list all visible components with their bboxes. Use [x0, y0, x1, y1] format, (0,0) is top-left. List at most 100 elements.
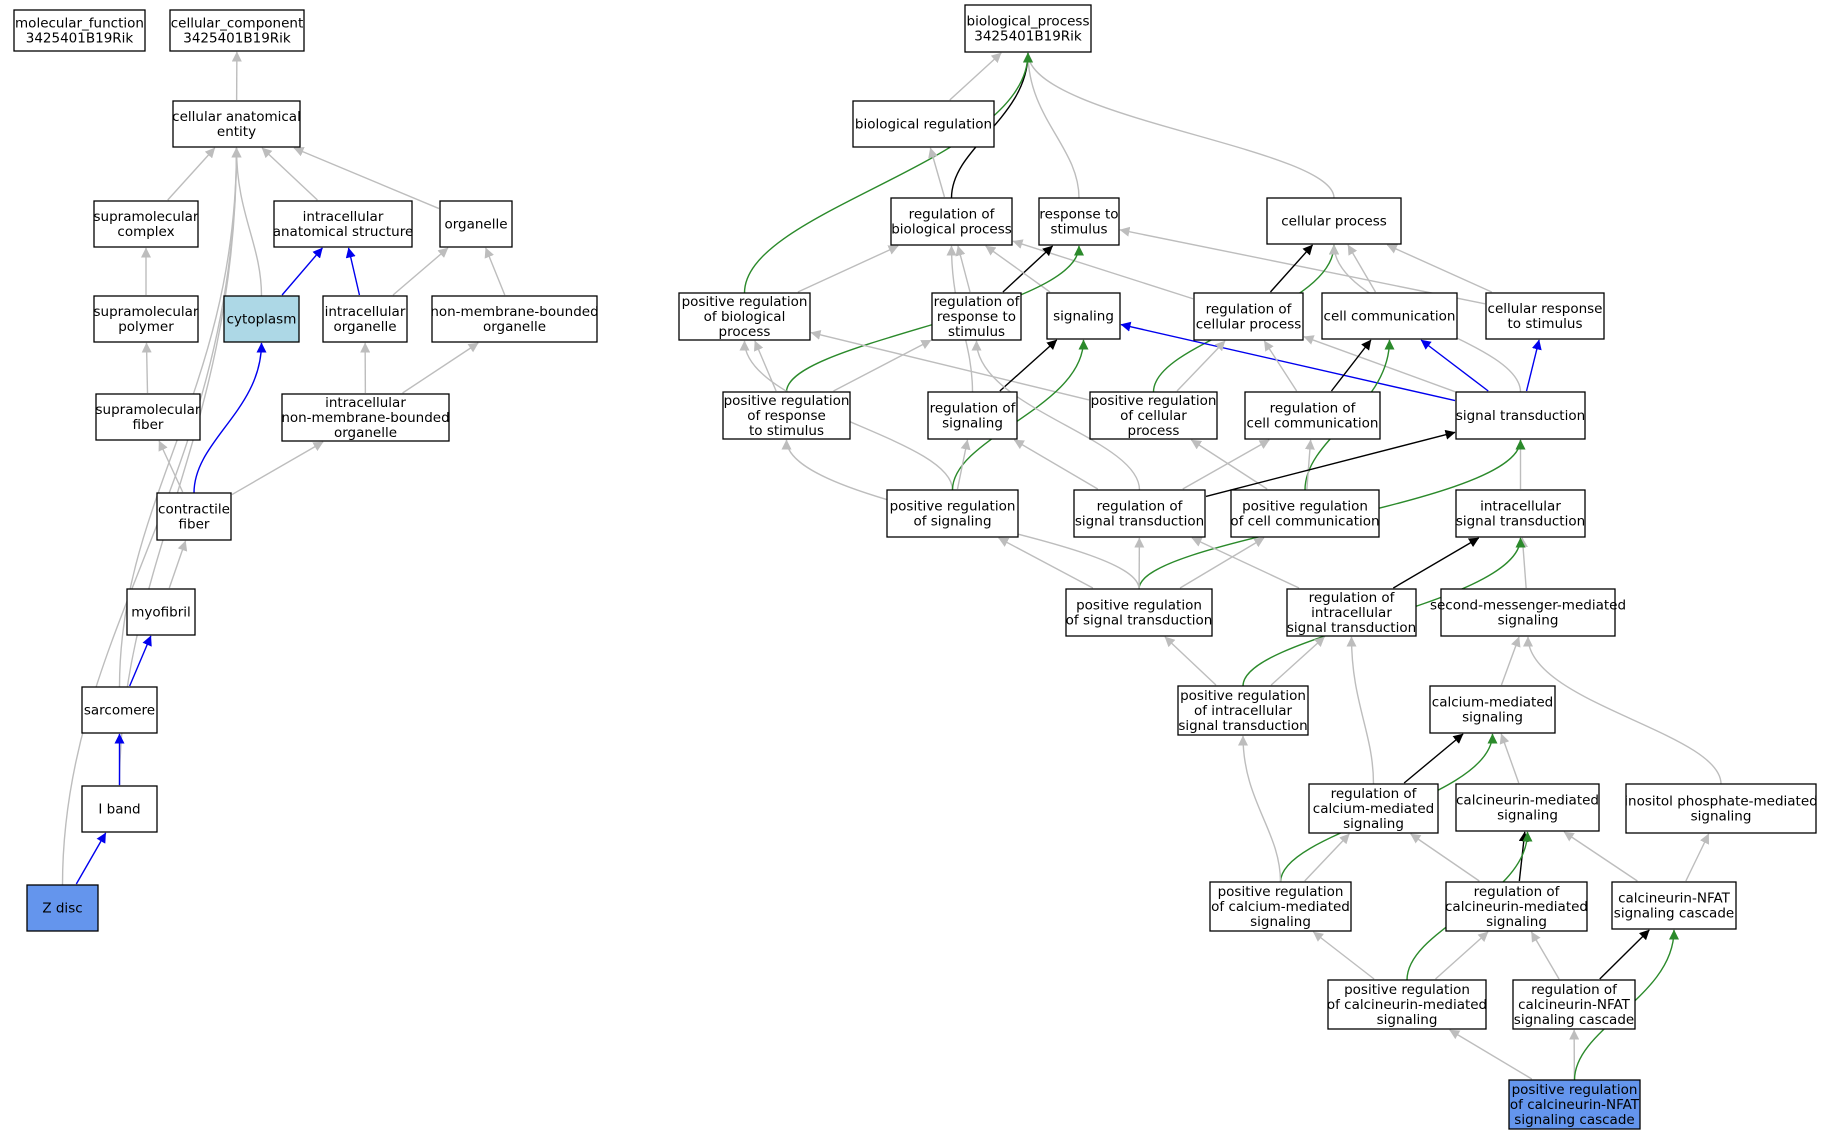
go-term-node-inmbo[interactable]: intracellularnon-membrane-boundedorganel… [281, 393, 450, 442]
go-term-node-br[interactable]: biological regulation [852, 100, 995, 148]
node-label-line: process [1128, 423, 1180, 439]
node-label-line: signaling [1498, 613, 1559, 629]
node-label-line: positive regulation [1344, 982, 1470, 998]
node-box [273, 200, 413, 248]
edge-rist-to-ist [1392, 537, 1480, 589]
node-label-line: entity [217, 124, 256, 140]
node-label-line: positive regulation [724, 393, 850, 409]
node-label-line: signaling cascade [1514, 1112, 1634, 1128]
edge-rcams-to-cams [1403, 733, 1464, 784]
node-label-line: sarcomere [84, 703, 155, 719]
node-box [1038, 197, 1120, 246]
go-term-node-cyto[interactable]: cytoplasm [223, 295, 300, 343]
node-label-line: intracellular [1480, 499, 1561, 515]
edge-rcp-to-cp [1269, 244, 1314, 293]
go-term-node-cp[interactable]: cellular process [1266, 197, 1402, 245]
node-label-line: non-membrane-bounded [281, 410, 449, 426]
edge-br-to-bp [949, 52, 1002, 101]
edge-cf-to-cyto [193, 342, 267, 494]
node-label-line: to stimulus [1508, 316, 1583, 332]
go-term-node-iband[interactable]: I band [81, 785, 158, 833]
node-label-line: positive regulation [1091, 393, 1217, 409]
edge-st-to-crts [1525, 339, 1542, 392]
node-label-line: signaling [1053, 309, 1114, 325]
node-box [81, 686, 158, 734]
node-box [964, 4, 1092, 53]
node-label-line: regulation of [934, 294, 1021, 310]
node-label-line: I band [98, 802, 140, 818]
edge-zdisc-to-cae [61, 147, 242, 886]
node-label-line: 3425401B19Rik [26, 31, 134, 47]
go-term-node-myo[interactable]: myofibril [126, 588, 196, 636]
node-box [722, 391, 851, 440]
go-term-node-sig[interactable]: signaling [1046, 292, 1121, 340]
node-label-line: signaling cascade [1514, 1012, 1634, 1028]
go-term-node-st[interactable]: signal transduction [1455, 391, 1586, 440]
go-term-node-cc2[interactable]: cell communication [1321, 292, 1458, 340]
edge-cf-to-inmbo [231, 441, 324, 496]
go-term-node-zdisc[interactable]: Z disc [26, 884, 99, 932]
edge-prcnfat-to-prcnms [1449, 1029, 1533, 1080]
edge-sarc-to-myo [129, 635, 152, 687]
node-label-line: of calcium-mediated [1211, 899, 1350, 915]
go-term-node-sarc[interactable]: sarcomere [81, 686, 158, 734]
go-term-node-org[interactable]: organelle [439, 200, 513, 248]
node-label-line: positive regulation [682, 294, 808, 310]
node-box [1065, 588, 1213, 637]
node-label-line: fiber [133, 417, 164, 433]
node-label-line: organelle [444, 217, 507, 233]
edge-st-to-sig [1120, 321, 1456, 402]
node-label-line: signaling cascade [1614, 906, 1734, 922]
node-label-line: signal transduction [1075, 514, 1204, 530]
node-label-line: intracellular [325, 395, 406, 411]
go-term-node-rcnms[interactable]: regulation ofcalcineurin-mediatedsignali… [1445, 881, 1588, 932]
node-box [1244, 391, 1381, 440]
node-box [1440, 588, 1616, 637]
edge-rst-to-st [1205, 429, 1456, 498]
edge-rcnfat-to-rcnms [1530, 931, 1560, 980]
node-label-line: biological regulation [855, 117, 992, 133]
node-label-line: regulation of [1309, 590, 1396, 606]
edge-cyto-to-ias [281, 247, 323, 296]
node-label-line: biological process [891, 222, 1012, 238]
